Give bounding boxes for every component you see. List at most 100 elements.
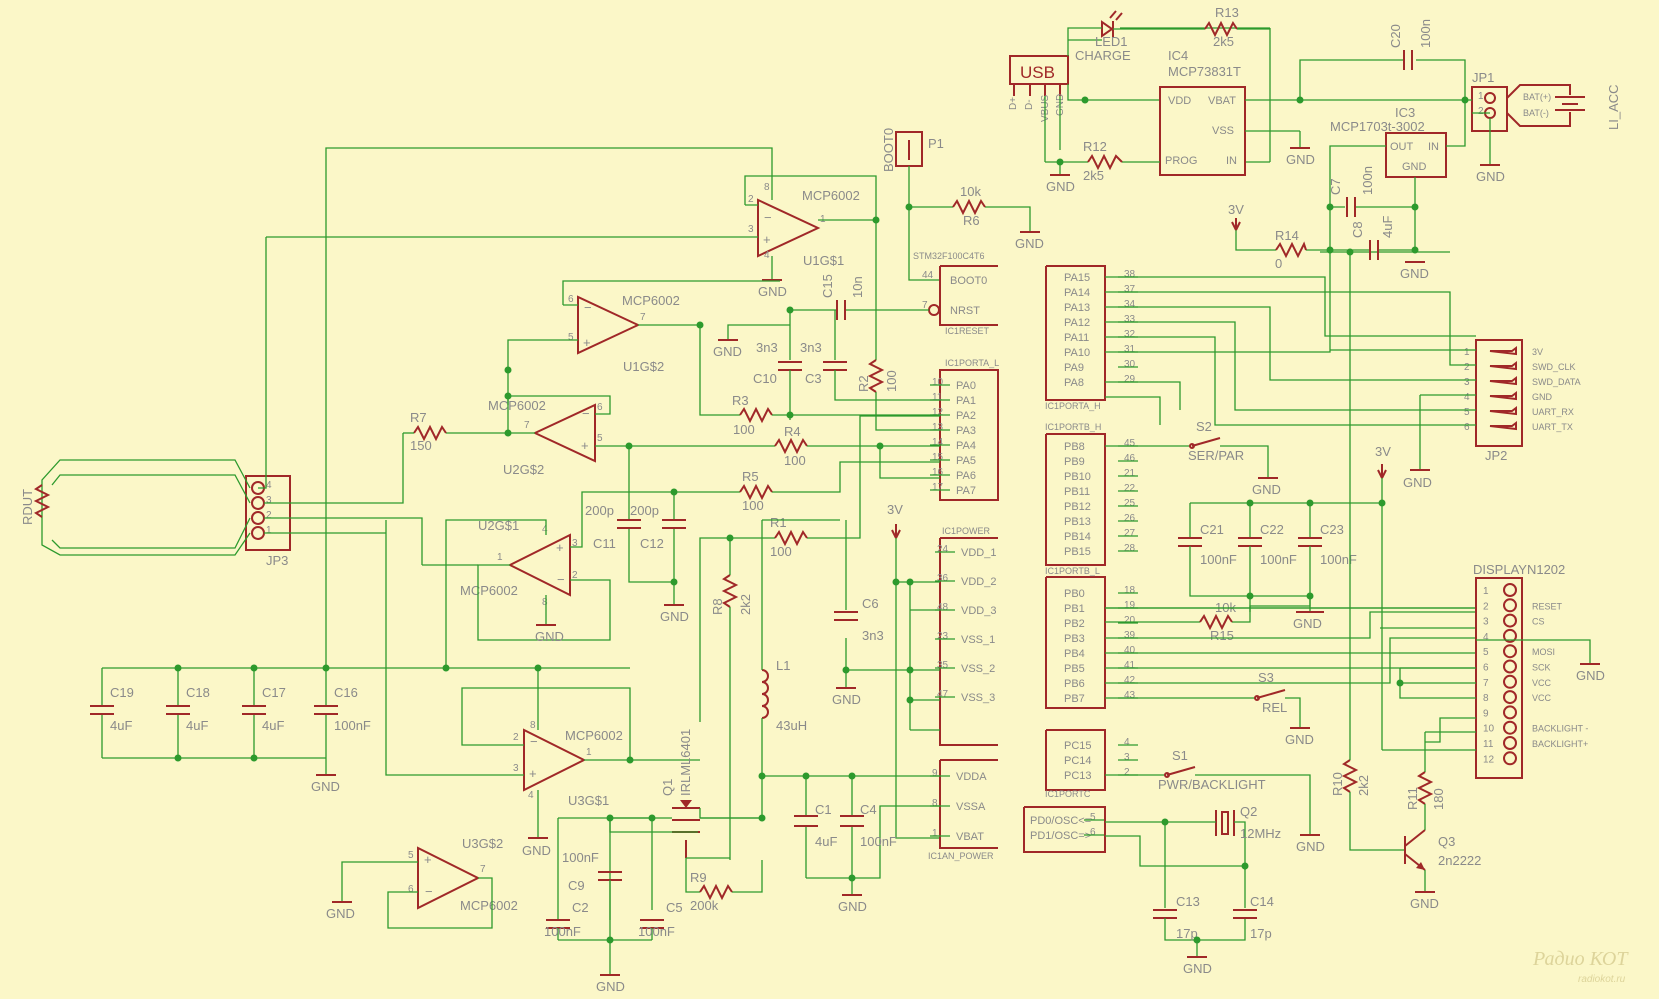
gnd-osc: GND	[1183, 956, 1212, 976]
gnd-decoupling: GND	[311, 774, 340, 794]
svg-text:NRST: NRST	[950, 305, 980, 317]
display-pin-number: 7	[1483, 678, 1489, 689]
pin-label: PB9	[1064, 456, 1085, 468]
r13-name: R13	[1215, 5, 1239, 20]
r6-value: 10k	[960, 184, 981, 199]
pin-number: 33	[1124, 314, 1136, 325]
r1-value: 100	[770, 544, 792, 559]
svg-text:3: 3	[266, 495, 272, 506]
c12: 200p C12	[630, 492, 686, 605]
pin-number: 46	[1124, 453, 1136, 464]
svg-text:GND: GND	[832, 692, 861, 707]
watermark: Радио КОТ	[1532, 948, 1629, 970]
display-pin-number: 10	[1483, 724, 1495, 735]
r4-value: 100	[784, 453, 806, 468]
svg-text:U2G$2: U2G$2	[503, 462, 544, 477]
jp2-pin-number: 2	[1464, 362, 1470, 373]
r4: R4 100	[774, 424, 940, 468]
pin-label: PA9	[1064, 362, 1084, 374]
pin-label: VDDA	[956, 771, 987, 783]
pin-number: 1	[932, 828, 938, 839]
jp2-pin-number: 3	[1464, 377, 1470, 388]
r3-value: 100	[733, 422, 755, 437]
jp2-pin-number: 6	[1464, 422, 1470, 433]
pin-number: 17	[932, 482, 944, 493]
pin-label: VSS_3	[961, 692, 995, 704]
svg-text:GND: GND	[713, 344, 742, 359]
pin-number: 39	[1124, 630, 1136, 641]
gnd-c12: GND	[660, 604, 689, 624]
c3: 3n3 C3	[800, 340, 940, 401]
jp3-connector: 4 3 2 1 JP3	[245, 475, 291, 568]
r14-name: R14	[1275, 228, 1299, 243]
svg-text:GND: GND	[1576, 668, 1605, 683]
r13: R13 2k5	[1204, 5, 1239, 49]
vcc-c21: 3V	[1375, 444, 1391, 479]
opamp-u3g2: + − 5 6 7 U3G$2 MCP6002	[408, 836, 518, 913]
jp2-pin-number: 5	[1464, 407, 1470, 418]
r11: R11 180	[1405, 731, 1476, 822]
pin-number: 23	[937, 631, 949, 642]
c13: C13 17p	[1153, 894, 1246, 957]
svg-text:5: 5	[408, 850, 414, 861]
pin-number: 32	[1124, 329, 1136, 340]
r9-value: 200k	[690, 898, 719, 913]
svg-text:GND: GND	[1285, 732, 1314, 747]
c1-value: 4uF	[815, 834, 837, 849]
pin-label: VBAT	[956, 831, 984, 843]
c5-value: 100nF	[638, 924, 675, 939]
pin-label: PA0	[956, 380, 976, 392]
svg-text:GND: GND	[1183, 961, 1212, 976]
svg-text:5: 5	[597, 433, 603, 444]
svg-text:GND: GND	[535, 629, 564, 644]
c21-name: C21	[1200, 522, 1224, 537]
pin-number: 15	[932, 452, 944, 463]
pin-number: 14	[932, 437, 944, 448]
pin-label: PA14	[1064, 287, 1090, 299]
r3-name: R3	[732, 393, 749, 408]
svg-text:+: +	[763, 232, 771, 247]
pin-number: 31	[1124, 344, 1136, 355]
c7-value: 100n	[1360, 166, 1375, 195]
pin-label: PA3	[956, 425, 976, 437]
svg-text:−: −	[530, 734, 538, 749]
svg-text:5: 5	[568, 332, 574, 343]
display-pin-number: 12	[1483, 754, 1495, 765]
c23-value: 100nF	[1320, 552, 1357, 567]
c20-value: 100n	[1418, 19, 1433, 48]
svg-text:GND: GND	[1293, 616, 1322, 631]
s1-name: S1	[1172, 748, 1188, 763]
pin-number: 16	[932, 467, 944, 478]
c6: C6 3n3	[834, 596, 884, 643]
svg-text:IC1PORTA_H: IC1PORTA_H	[1045, 401, 1101, 411]
pin-label: PA2	[956, 410, 976, 422]
svg-text:+: +	[556, 540, 564, 555]
svg-text:BOOT0: BOOT0	[950, 275, 987, 287]
pin-number: 48	[937, 602, 949, 613]
s3-name: S3	[1258, 670, 1274, 685]
svg-text:4: 4	[528, 790, 534, 801]
c10: 3n3 C10	[753, 340, 802, 420]
ic1-reset-block: STM32F100C4T6 BOOT0 NRST 44 7 IC1RESET	[913, 251, 998, 336]
pin-label: PC13	[1064, 770, 1092, 782]
p1-name: P1	[928, 136, 944, 151]
c18-value: 4uF	[186, 718, 208, 733]
r2-name: R2	[856, 375, 871, 392]
rdut-probe: RDUT	[20, 459, 251, 556]
svg-text:MCP6002: MCP6002	[460, 898, 518, 913]
pin-label: PB12	[1064, 501, 1091, 513]
pin-label: VSSA	[956, 801, 986, 813]
l1-name: L1	[776, 658, 790, 673]
pin-label: PA8	[1064, 377, 1084, 389]
jp2-pin-label: SWD_CLK	[1532, 362, 1576, 372]
s2-name: S2	[1196, 419, 1212, 434]
l1-inductor: L1 43uH	[700, 520, 807, 819]
gnd-u2g1: GND	[535, 624, 564, 644]
svg-text:GND: GND	[1286, 152, 1315, 167]
display-pin-number: 3	[1483, 617, 1489, 628]
svg-text:+: +	[583, 335, 591, 350]
svg-text:3: 3	[748, 224, 754, 235]
ic4-pin-prog: PROG	[1165, 155, 1197, 167]
